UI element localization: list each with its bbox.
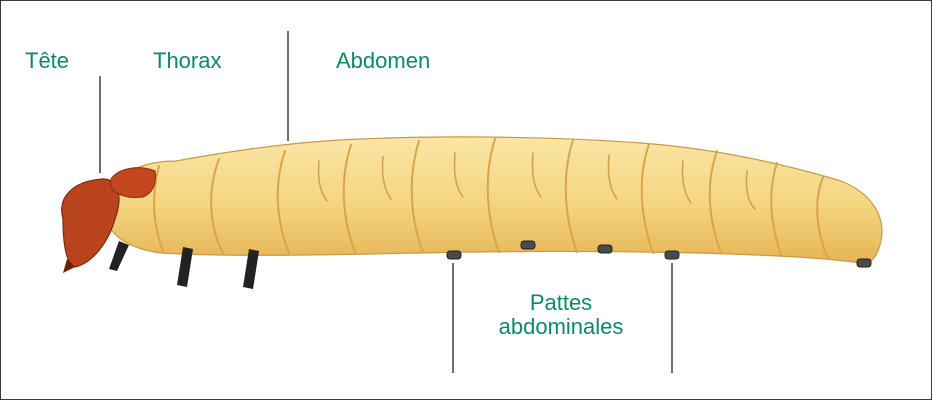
- head-label: Tête: [25, 49, 69, 73]
- prolegs-label-line2: abdominales: [471, 315, 651, 339]
- prothoracic-plate: [111, 168, 156, 198]
- prolegs-label-line1: Pattes: [471, 291, 651, 315]
- abdomen-label: Abdomen: [336, 49, 430, 73]
- thorax-label: Thorax: [153, 49, 221, 73]
- larva-body: [106, 137, 882, 263]
- prolegs-label: Pattes abdominales: [471, 291, 651, 339]
- head-capsule: [62, 179, 119, 267]
